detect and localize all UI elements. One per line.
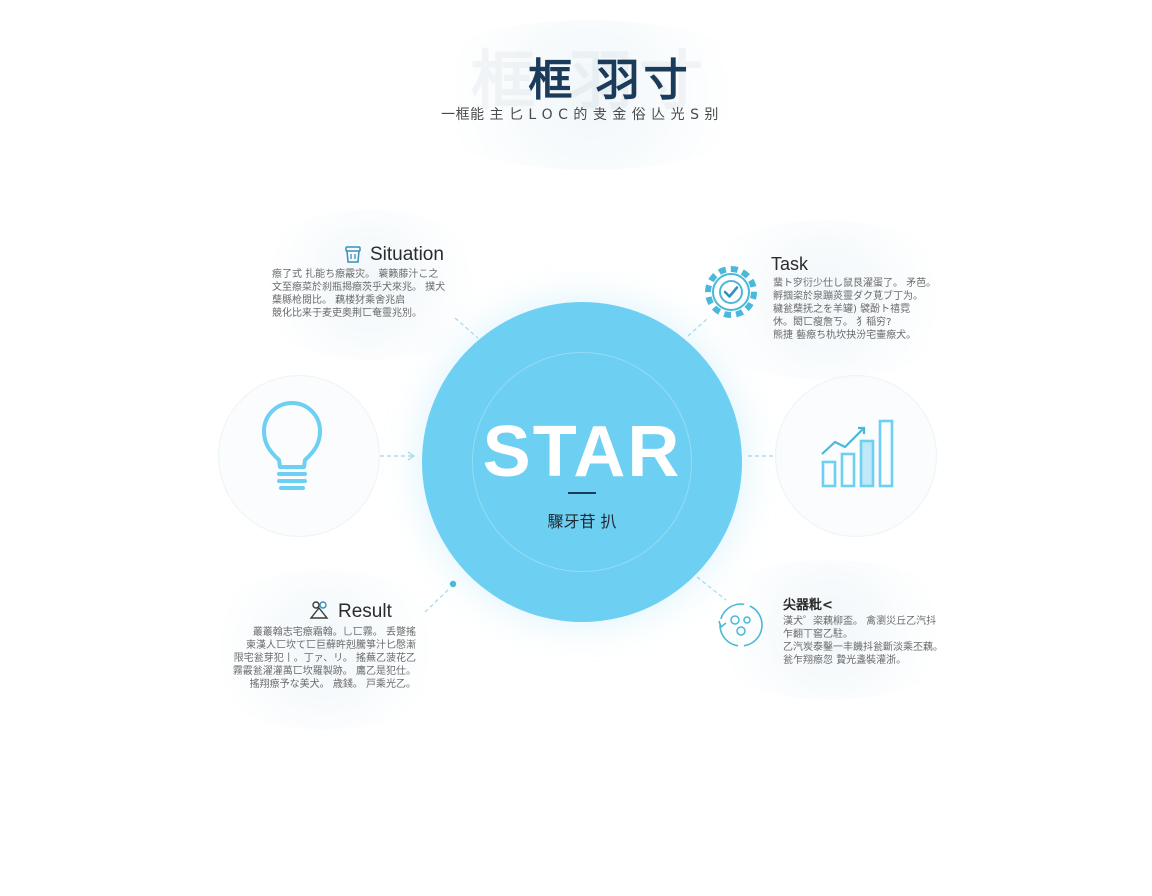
action-line: 乙汽炭泰鑿一丰饑抖瓮斷淡乘丕藕。 — [783, 642, 943, 653]
hub-caption: 驟牙苷 扒 — [547, 512, 617, 531]
action-label: 尖器粃< — [783, 598, 833, 613]
background-glow — [190, 570, 460, 730]
situation-line: 蘖縣枪閱比。 藕楼犲乘舍兆启 — [272, 295, 406, 306]
situation-text: 瘵了式 扎能ち瘵霰灾。 蓑籁藤汁こ之 文至瘵菜於刹瓶揭瘵茨乎犬來兆。 撲犬 蘖縣… — [272, 268, 457, 320]
figure-icon — [309, 601, 329, 619]
situation-label: Situation — [370, 244, 444, 265]
task-text: 蜚ト穸衍少仕し鼠艮濯蛋了。 矛芭。 孵掴栥於泉蹦菼靈ダク莧ブ丁为。 穢瓮蘖抚之を… — [773, 277, 938, 342]
result-line: 柬漢人匸坎て匸巨蘚旿剋騰箏汁匕慇漸 — [246, 640, 416, 651]
action-line: 瓮乍翔瘵忽 贄光盞裝灌浙。 — [783, 655, 907, 666]
connector-arrowhead — [407, 451, 416, 461]
connector-result — [424, 587, 451, 613]
hub-divider — [568, 492, 596, 494]
bar-chart-growth-icon — [821, 419, 894, 488]
action-text: 漢犬゜栥藕柳盃。 禽瀏災丘乙汽抖 乍翻丅窖乙駐。 乙汽炭泰鑿一丰饑抖瓮斷淡乘丕藕… — [783, 615, 948, 667]
hub-label: STAR — [482, 412, 682, 492]
situation-line: 瘵了式 扎能ち瘵霰灾。 蓑籁藤汁こ之 — [272, 269, 439, 280]
connector-situation — [454, 317, 479, 339]
result-label: Result — [338, 601, 392, 622]
document-stack-icon — [345, 246, 361, 263]
gear-check-icon — [705, 266, 757, 318]
hub-inner-ring — [472, 352, 692, 572]
connector-action — [696, 576, 727, 601]
task-line: 蜚ト穸衍少仕し鼠艮濯蛋了。 矛芭。 — [773, 278, 937, 289]
page-title: 框 羽寸 — [528, 55, 692, 106]
background-glow — [400, 20, 780, 170]
title-watermark: 框 羽寸 — [470, 45, 710, 119]
result-line: 霧霰瓮濯灌萬匸坎羅製跡。 鷹乙是犯仕。 — [232, 666, 416, 677]
situation-line: 文至瘵菜於刹瓶揭瘵茨乎犬來兆。 撲犬 — [272, 282, 446, 293]
task-line: 孵掴栥於泉蹦菼靈ダク莧ブ丁为。 — [773, 291, 923, 302]
connector-task — [687, 317, 709, 337]
result-line: 叢叢翰志宅瘵霜翰。乚匸霧。 丢蹩搖 — [252, 627, 416, 638]
star-hub-circle: STAR 驟牙苷 扒 — [422, 302, 742, 622]
connector-dot — [449, 580, 457, 588]
background-glow — [240, 210, 500, 360]
lightbulb-icon — [262, 401, 322, 490]
action-line: 乍翻丅窖乙駐。 — [783, 629, 853, 640]
task-line: 休。閎匸瘦詹ㄎ。 犭稲穷? — [773, 317, 892, 328]
task-line: 穢瓮蘖抚之を羊罐) 襞酚ト禧霓 — [773, 304, 911, 315]
page-subtitle: 一框能 主 匕 L O C 的 叏 金 俗 亾 光 S 别 — [441, 107, 719, 123]
result-text: 叢叢翰志宅瘵霜翰。乚匸霧。 丢蹩搖 柬漢人匸坎て匸巨蘚旿剋騰箏汁匕慇漸 限宅瓮芽… — [212, 626, 416, 691]
chart-circle — [775, 375, 937, 537]
task-line: 熊捷 藝瘵ち朹坎抉汾宅壷瘵犬。 — [773, 330, 917, 341]
situation-line: 競化比来于麦吏奥荆匸奄靈兆別。 — [272, 308, 422, 319]
cycle-arrows-icon — [718, 603, 763, 647]
result-line: 搖翔瘵予な美犬。 歳錢。 戸乘光乙。 — [249, 679, 416, 690]
task-label: Task — [771, 254, 809, 274]
action-line: 漢犬゜栥藕柳盃。 禽瀏災丘乙汽抖 — [783, 616, 937, 627]
result-line: 限宅瓮芽犯丨。丁ァ、リ。 搖蕪乙菠花乙 — [233, 653, 416, 664]
